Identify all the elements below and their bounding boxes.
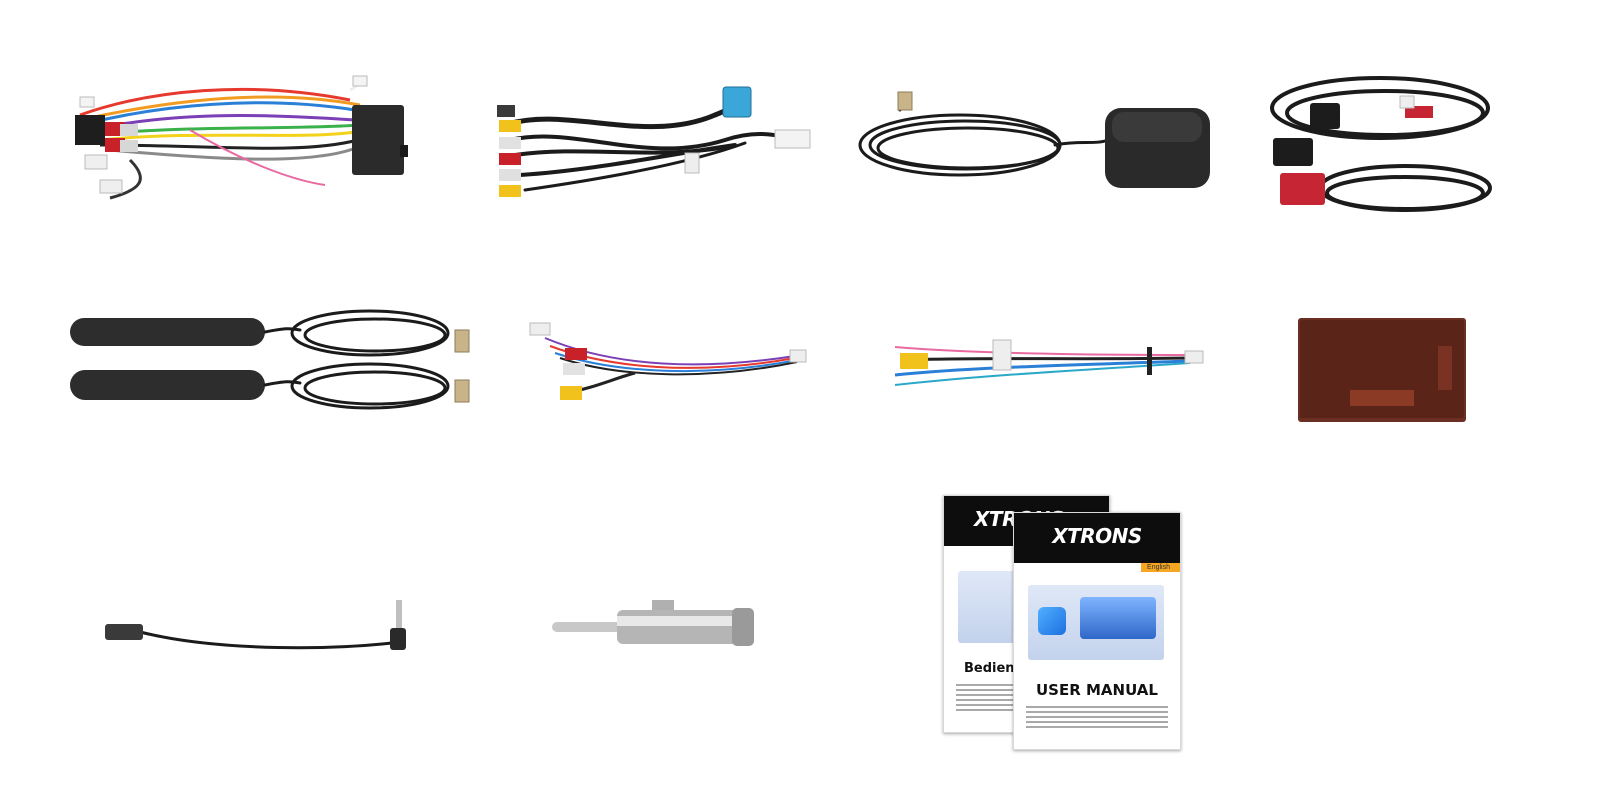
din-antenna-plug-adapter [552,598,757,653]
manual-screen-image [1028,585,1164,660]
language-tag: English [1141,563,1180,572]
brand-logo: XTRONS [1052,524,1142,548]
rca-audio-cable [525,318,810,408]
main-power-harness [70,70,415,215]
radio-antenna-adapter-cable [100,600,420,655]
gps-antenna [850,90,1215,190]
canbus-decoder-box [1298,318,1466,424]
camera-input-cable [885,335,1210,395]
usb-extension-cables [1265,68,1500,223]
manual-title: USER MANUAL [1036,681,1158,699]
manual-front-english: XTRONS English USER MANUAL [1013,512,1181,750]
user-manuals: XTRONS Bedienungsanleitung XTRONS Englis… [940,492,1185,752]
dual-dab-wifi-antennas [70,308,480,413]
car-image [1080,597,1156,639]
rca-av-harness [485,85,815,210]
music-app-icon [1038,607,1066,635]
